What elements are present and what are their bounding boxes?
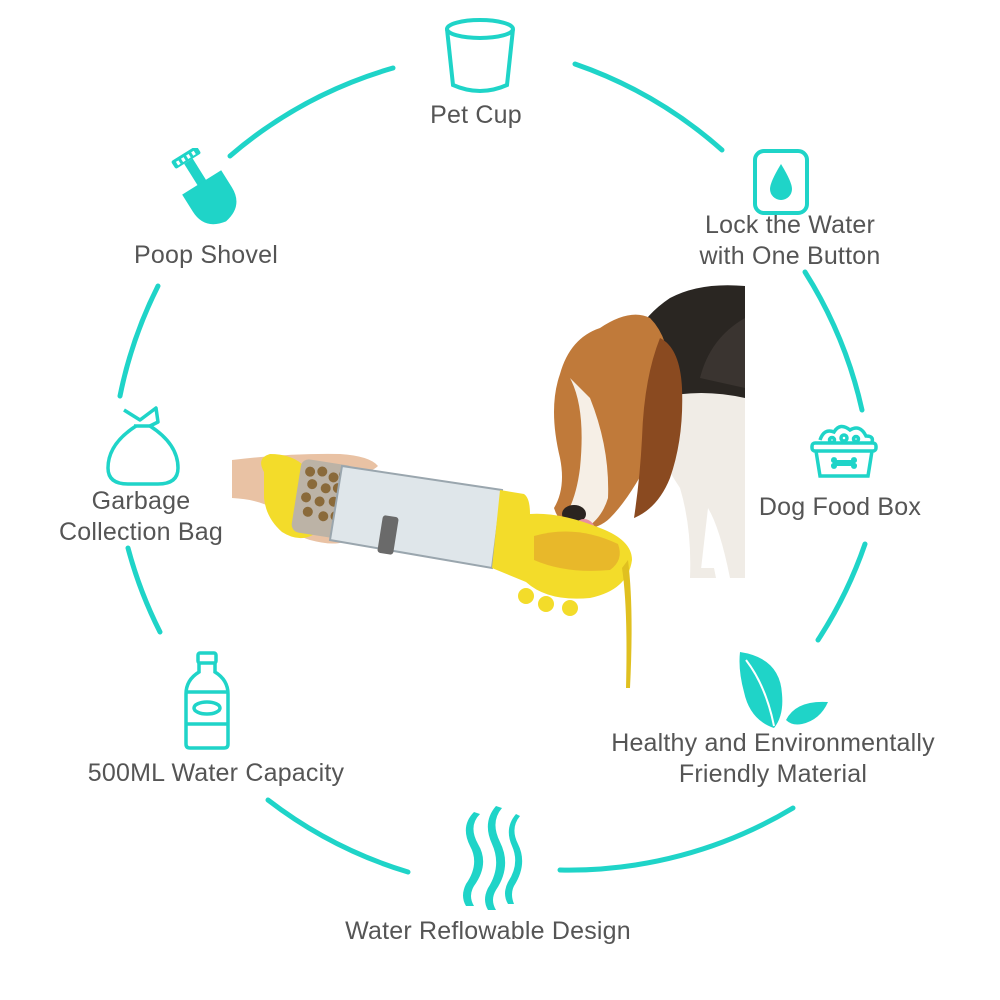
ring-arc xyxy=(802,269,865,413)
food-bowl-icon xyxy=(810,424,878,478)
ring-arc xyxy=(572,61,725,153)
dog-food-box-label: Dog Food Box xyxy=(758,493,922,521)
wave-icon xyxy=(463,806,523,910)
water-capacity-label: 500ML Water Capacity xyxy=(87,759,345,787)
dog xyxy=(554,285,745,578)
healthy-material-label: Healthy and Environmentally Friendly Mat… xyxy=(611,729,935,788)
water-reflowable-label: Water Reflowable Design xyxy=(345,917,631,945)
lock-water-label: Lock the Water with One Button xyxy=(699,211,881,270)
ring-arc xyxy=(557,805,796,873)
ring-arc xyxy=(265,797,411,875)
yellow-pet-water-bottle xyxy=(261,454,632,688)
garbage-bag-label: Garbage Collection Bag xyxy=(58,487,223,546)
garbage-bag-icon xyxy=(106,406,180,486)
water-drop-icon xyxy=(753,149,809,215)
ring-arc xyxy=(815,541,868,643)
shovel-icon xyxy=(171,148,237,225)
ring-arc xyxy=(117,283,161,399)
pet-cup-label: Pet Cup xyxy=(430,101,522,129)
leaf-icon xyxy=(739,652,828,728)
dog-drinking-photo xyxy=(232,285,745,688)
cup-icon xyxy=(445,18,515,93)
bottle-icon xyxy=(184,651,230,750)
ring-arc xyxy=(227,65,396,159)
ring-arc xyxy=(125,545,163,635)
poop-shovel-label: Poop Shovel xyxy=(134,241,278,269)
